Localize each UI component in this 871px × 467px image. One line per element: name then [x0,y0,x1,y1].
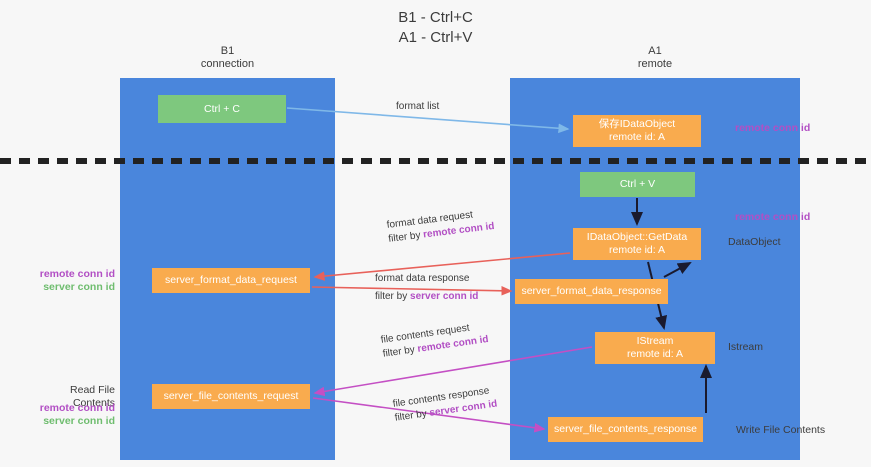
annotation-right-write-file-contents-text: Write File Contents [736,424,826,436]
edge-label-format-list: format list [396,100,439,114]
annotation-left-3b-text: server conn id [43,415,115,427]
node-server-file-contents-request[interactable]: server_file_contents_request [152,384,310,409]
edge-label-format-list-line1: format list [396,101,440,112]
annotation-left-3a-text: remote conn id [39,402,115,414]
annotation-right-1-text: remote conn id [735,122,811,134]
node-istream[interactable]: IStream remote id: A [595,332,715,364]
title-line-1: B1 - Ctrl+C [398,9,473,26]
lane-b1-name: B1 [220,45,235,57]
node-server-format-data-response-label: server_format_data_response [521,285,662,297]
annotation-left-read-file-contents: Read File Contents [28,384,115,410]
edge-label-file-contents-response: file contents response filter by server … [392,384,498,426]
node-ctrl-c-label: Ctrl + C [204,102,240,115]
node-istream-subtitle: remote id: A [626,348,684,360]
lane-header-b1: B1 connection [120,45,335,71]
node-server-format-data-request[interactable]: server_format_data_request [152,268,310,293]
fdreq-prefix: filter by [387,229,424,245]
edge-label-format-data-response-line2: filter by server conn id [375,290,478,304]
node-getdata-title: IDataObject::GetData [586,231,688,243]
annotation-left-conn-ids-2: remote conn id server conn id [20,402,115,428]
annotation-left-conn-ids: remote conn id server conn id [20,268,115,294]
annotation-right-write-file-contents: Write File Contents [736,424,825,437]
edge-label-file-contents-request: file contents request filter by remote c… [380,319,490,362]
node-server-file-contents-response[interactable]: server_file_contents_response [548,417,703,442]
annotation-right-2: remote conn id [735,211,810,224]
annotation-right-1: remote conn id [735,122,810,135]
fdres-prefix: filter by [375,291,411,302]
node-ctrl-v[interactable]: Ctrl + V [580,172,695,197]
lane-b1-role: connection [200,58,255,70]
lane-header-a1: A1 remote [510,45,800,71]
node-server-format-data-response[interactable]: server_format_data_response [515,279,668,304]
node-save-idataobject-subtitle: remote id: A [608,131,666,143]
annotation-left-1a-text: remote conn id [39,268,115,280]
annotation-right-istream-text: Istream [728,341,764,353]
fcres-prefix: filter by [394,407,431,424]
edge-label-format-data-response: format data response filter by server co… [375,272,478,304]
node-save-idataobject-title: 保存IDataObject [598,118,676,130]
annotation-right-istream: Istream [728,341,763,354]
annotation-left-1b-text: server conn id [43,281,115,293]
phase-divider [0,158,871,164]
lane-a1-role: remote [637,58,673,70]
fdres-filter: server conn id [410,291,479,302]
lane-a1-name: A1 [648,45,662,57]
title-line-2: A1 - Ctrl+V [398,29,473,46]
annotation-right-dataobject-text: DataObject [728,236,781,248]
annotation-right-2-text: remote conn id [735,211,811,223]
node-server-file-contents-response-label: server_file_contents_response [553,423,697,435]
node-idataobject-getdata[interactable]: IDataObject::GetData remote id: A [573,228,701,260]
node-getdata-subtitle: remote id: A [608,244,666,256]
node-server-file-contents-request-label: server_file_contents_request [163,390,299,402]
edge-label-format-data-response-line1: format data response [375,273,470,284]
node-server-format-data-request-label: server_format_data_request [165,274,297,286]
node-ctrl-c[interactable]: Ctrl + C [158,95,286,123]
node-ctrl-v-label: Ctrl + V [619,178,656,190]
annotation-right-dataobject: DataObject [728,236,781,249]
node-istream-title: IStream [636,335,674,347]
node-save-idataobject[interactable]: 保存IDataObject remote id: A [573,115,701,147]
fcreq-prefix: filter by [382,343,419,360]
annotation-left-2-text: Read File Contents [70,384,115,409]
page-title: B1 - Ctrl+C A1 - Ctrl+V [0,8,871,48]
edge-label-format-data-request: format data request filter by remote con… [386,206,495,247]
